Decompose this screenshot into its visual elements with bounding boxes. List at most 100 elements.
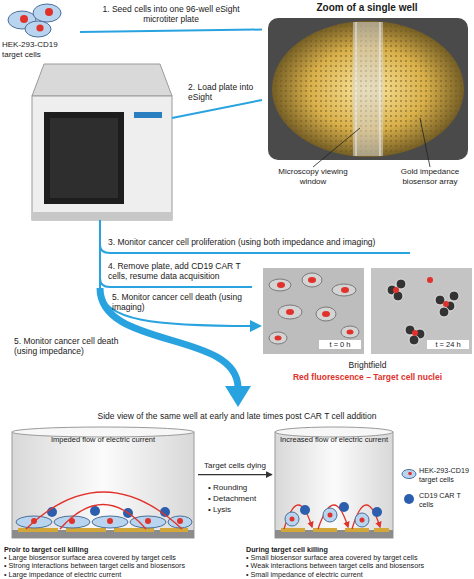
step-label: 3. Monitor cancer cell proliferation (us… [108, 237, 468, 247]
micrograph-left [263, 268, 364, 354]
target-cell [168, 516, 192, 528]
instrument-screen [50, 118, 118, 198]
cell-nucleus [177, 518, 183, 524]
note-item: • Small biosensor surface area covered b… [246, 554, 474, 562]
node-text: Red fluorescence – Target cell nuclei [263, 372, 472, 382]
node-text: HEK-293-CD19 target cells [2, 40, 72, 59]
instrument-badge [134, 112, 162, 118]
cell-nucleus [36, 24, 43, 31]
cell-nucleus [275, 336, 282, 341]
legend-text: HEK-293-CD19 target cells [419, 467, 474, 484]
window-edge [356, 22, 357, 156]
micrograph-right [371, 268, 472, 354]
well-wall [275, 432, 393, 538]
gold-electrode [345, 528, 369, 532]
step-label: 2. Load plate into eSight [188, 82, 268, 102]
well-wall [12, 432, 194, 538]
step-label: 4. Remove plate, add CD19 CAR T cells, r… [108, 261, 258, 281]
note-item: • Weak interactions between target cells… [246, 562, 474, 570]
legend-cell-icon [402, 470, 416, 479]
current-arc [284, 505, 312, 529]
viewing-window [353, 22, 383, 156]
car-t-cell [90, 506, 100, 516]
node-text: t = 24 h [427, 340, 469, 349]
cell-nucleus [145, 518, 151, 524]
cell-nucleus [290, 517, 295, 522]
cell-outline [269, 332, 287, 344]
cell-outline [269, 279, 291, 291]
t-cell [409, 335, 419, 345]
node-text: Zoom of a single well [262, 2, 472, 14]
connector-line [198, 474, 272, 475]
bullet-item: • Rounding [208, 483, 270, 493]
window-edge [380, 22, 381, 156]
gold-electrode [18, 528, 58, 532]
edge-label: Target cells dying [198, 461, 272, 471]
node-text: Brightfield [263, 360, 472, 370]
legend-sample [402, 470, 416, 479]
cell-nucleus [360, 518, 365, 523]
cell-outline [302, 273, 322, 287]
arrow-head [250, 320, 262, 332]
cell-nucleus [393, 287, 399, 293]
car-t-cell [339, 502, 349, 512]
node-text: Impeded flow of electric current [28, 435, 178, 444]
note-item: • Small impedance of electric current [246, 571, 474, 579]
cell-outline [341, 326, 359, 338]
well-right [275, 427, 393, 538]
cell-nucleus [286, 309, 294, 315]
instrument [32, 64, 172, 220]
well-frame [268, 18, 468, 160]
micrograph [263, 268, 364, 354]
gold-electrode [66, 528, 106, 532]
gold-electrode [114, 528, 154, 532]
bullet-item: • Lysis [208, 505, 270, 515]
leader-line [420, 118, 430, 167]
cell-nucleus [427, 277, 433, 283]
gold-electrode [313, 528, 337, 532]
target-cell [25, 21, 51, 37]
callout-label: Microscopy viewing window [272, 167, 354, 186]
leader-line [313, 128, 360, 167]
well-side-view: Impeded flow of electric current [8, 427, 198, 543]
instrument-panel [44, 112, 124, 204]
well-side-view: Increased flow of electric current [272, 427, 396, 543]
cell-nucleus [107, 518, 113, 524]
cell-outline [316, 307, 336, 321]
section-title: Side view of the same well at early and … [0, 411, 474, 421]
legend-swatch [404, 494, 414, 504]
t-cell [439, 307, 449, 317]
cell-nucleus [277, 282, 285, 288]
cell-illustration: HEK-293-CD19 target cells [2, 2, 80, 62]
target-cell [92, 516, 128, 528]
target-cell [323, 508, 337, 522]
micrograph [371, 268, 472, 354]
note-item: • Strong interactions between target cel… [4, 562, 240, 570]
legend-sample [408, 472, 412, 476]
current-arc [60, 505, 146, 530]
well-zoom: Zoom of a single well [262, 2, 472, 164]
gold-electrode [160, 528, 188, 532]
gold-electrode [374, 528, 389, 532]
instrument-base [32, 212, 172, 220]
cell-nucleus [20, 15, 28, 23]
connector-line [80, 30, 262, 32]
cell-outline [332, 284, 356, 296]
well-left [12, 427, 194, 538]
microscopy-panel: BrightfieldRed fluorescence – Target cel… [263, 268, 472, 392]
note-heading: Proir to target cell killing [4, 546, 240, 554]
node-text: t = 0 h [319, 340, 361, 349]
cell-nucleus [443, 301, 449, 307]
note-item: • Large impedance of electric current [4, 571, 240, 579]
car-t-cell [300, 505, 310, 515]
cell-nucleus [322, 311, 330, 317]
target-cell [33, 4, 61, 22]
legend-text: CD19 CAR T cells [419, 492, 474, 509]
cell-outline [278, 305, 302, 319]
instrument-lid [32, 64, 172, 96]
flow-line [172, 100, 262, 118]
t-cell [449, 291, 459, 301]
image-frame: t = 0 h [263, 268, 364, 354]
note-heading: During target cell killing [246, 546, 474, 554]
